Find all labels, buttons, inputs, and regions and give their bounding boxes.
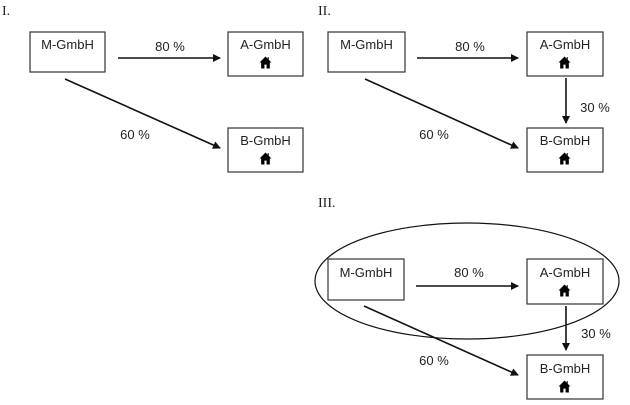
edge-label-m-to-a: 80 % xyxy=(454,265,484,280)
edge-label-a-to-b: 30 % xyxy=(580,100,610,115)
edge-m-to-b xyxy=(364,78,519,149)
node-label: B-GmbH xyxy=(240,133,291,148)
edge-label-m-to-b: 60 % xyxy=(419,353,449,368)
node-label: M-GmbH xyxy=(41,37,94,52)
node-m-gmbh: M-GmbH xyxy=(327,258,405,301)
edge-label-m-to-a: 80 % xyxy=(455,39,485,54)
node-a-gmbh: A-GmbH xyxy=(526,258,604,305)
node-m-gmbh: M-GmbH xyxy=(29,31,106,73)
node-a-gmbh: A-GmbH xyxy=(227,31,304,77)
node-a-gmbh: A-GmbH xyxy=(526,31,604,77)
diagram-label: II. xyxy=(318,4,331,19)
node-m-gmbh: M-GmbH xyxy=(327,31,406,73)
node-label: M-GmbH xyxy=(340,265,393,280)
node-label: A-GmbH xyxy=(540,265,591,280)
edge-m-to-b xyxy=(64,78,221,149)
node-b-gmbh: B-GmbH xyxy=(227,127,304,173)
node-label: B-GmbH xyxy=(540,133,591,148)
edge-label-m-to-b: 60 % xyxy=(419,127,449,142)
node-label: M-GmbH xyxy=(340,37,393,52)
node-b-gmbh: B-GmbH xyxy=(526,354,604,400)
node-label: A-GmbH xyxy=(540,37,591,52)
edge-label-m-to-b: 60 % xyxy=(120,127,150,142)
diagram-3: III. M-GmbH A-GmbH B-GmbH 80 % 60 % 30 % xyxy=(314,196,620,400)
edge-label-a-to-b: 30 % xyxy=(581,326,611,341)
diagram-2: II. M-GmbH A-GmbH B-GmbH 80 % 60 % 30 % xyxy=(318,4,610,173)
diagram-1: I. M-GmbH A-GmbH B-GmbH 80 % 60 % xyxy=(2,4,304,173)
diagram-label: III. xyxy=(318,196,336,211)
group-ellipse xyxy=(314,222,620,340)
node-b-gmbh: B-GmbH xyxy=(526,127,604,173)
diagram-label: I. xyxy=(2,4,10,19)
edge-m-to-b xyxy=(363,305,519,376)
node-label: B-GmbH xyxy=(540,361,591,376)
node-label: A-GmbH xyxy=(240,37,291,52)
edge-label-m-to-a: 80 % xyxy=(155,39,185,54)
